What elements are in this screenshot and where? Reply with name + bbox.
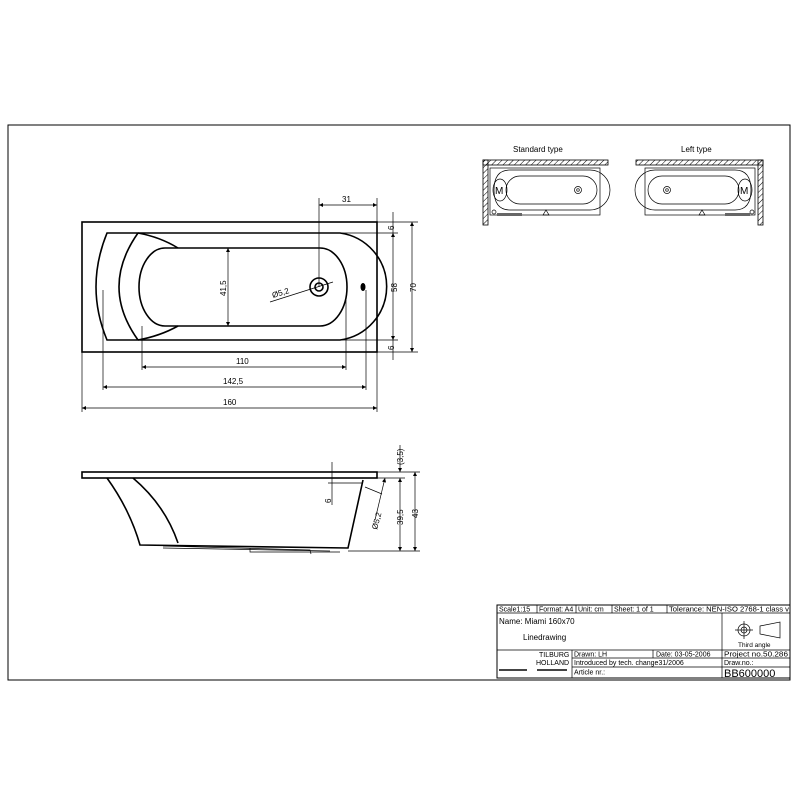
left-type-label: Left type <box>681 145 712 154</box>
title-block-date-label: Date: 03-05-2006 <box>656 652 711 659</box>
top-view-d41-label: 41,5 <box>219 280 228 296</box>
inset-standard-type: Standard type M <box>482 145 611 226</box>
contact-line <box>499 669 527 671</box>
title-block-format-label: Format: A4 <box>539 607 573 614</box>
title-block-country-label: HOLLAND <box>536 660 569 667</box>
top-view-d6b-label: 6 <box>387 345 396 350</box>
drawing-number: BB600000 <box>724 668 775 680</box>
side-view: 6 Ø5,2 (3,5) 39,5 43 <box>81 445 420 555</box>
overflow <box>360 283 366 291</box>
title-block-tolerance-label: Tolerance: NEN-ISO 2768-1 class v <box>669 607 790 614</box>
side-view-d6-label: 6 <box>324 498 333 503</box>
title-block-draw-no-label-label: Draw.no.: <box>724 660 754 667</box>
top-view-d160-label: 160 <box>223 398 237 407</box>
side-view-drain-label: Ø5,2 <box>370 511 383 531</box>
side-view-d43-label: 43 <box>411 509 420 518</box>
side-view-d395-label: 39,5 <box>396 509 405 525</box>
contact-line <box>537 669 567 671</box>
title-block-projection-label: Third angle <box>738 642 771 649</box>
title-block-scale-label: Scale1:15 <box>499 607 530 614</box>
title-block: Scale1:15 Format: A4 Unit: cm Sheet: 1 o… <box>496 604 791 680</box>
top-view-drain-label: Ø5,2 <box>271 286 291 300</box>
inset-left-type: Left type M <box>634 145 764 226</box>
standard-type-label: Standard type <box>513 145 563 154</box>
side-view-d35-label: (3,5) <box>396 448 405 465</box>
title-block-article-label: Article nr.: <box>574 670 605 677</box>
motor-mark: M <box>495 186 503 197</box>
title-block-unit-label: Unit: cm <box>578 607 604 614</box>
title-block-drawn-label: Drawn: LH <box>574 652 607 659</box>
top-view-d110-label: 110 <box>236 357 249 366</box>
title-block-project-label: Project no.50.286 <box>724 652 788 659</box>
drawing-name: Name: Miami 160x70 <box>499 617 575 626</box>
drawing-frame <box>7 124 791 681</box>
top-view-d70-label: 70 <box>409 283 418 292</box>
title-block-city-label: TILBURG <box>539 652 569 659</box>
third-angle-symbol <box>735 621 781 639</box>
top-view-d142-label: 142,5 <box>223 377 244 386</box>
title-block-sheet-label: Sheet: 1 of 1 <box>614 607 654 614</box>
top-view: 31 6 58 70 6 41,5 Ø5,2 110 142,5 160 <box>81 195 418 412</box>
top-view-d6a-label: 6 <box>387 225 396 230</box>
top-view-d58-label: 58 <box>390 283 399 292</box>
title-block-kind-label: Linedrawing <box>523 633 566 642</box>
title-block-introduced-label: Introduced by tech. change31/2006 <box>574 660 684 667</box>
motor-mark-left: M <box>740 186 748 197</box>
top-view-d31-label: 31 <box>342 195 351 204</box>
